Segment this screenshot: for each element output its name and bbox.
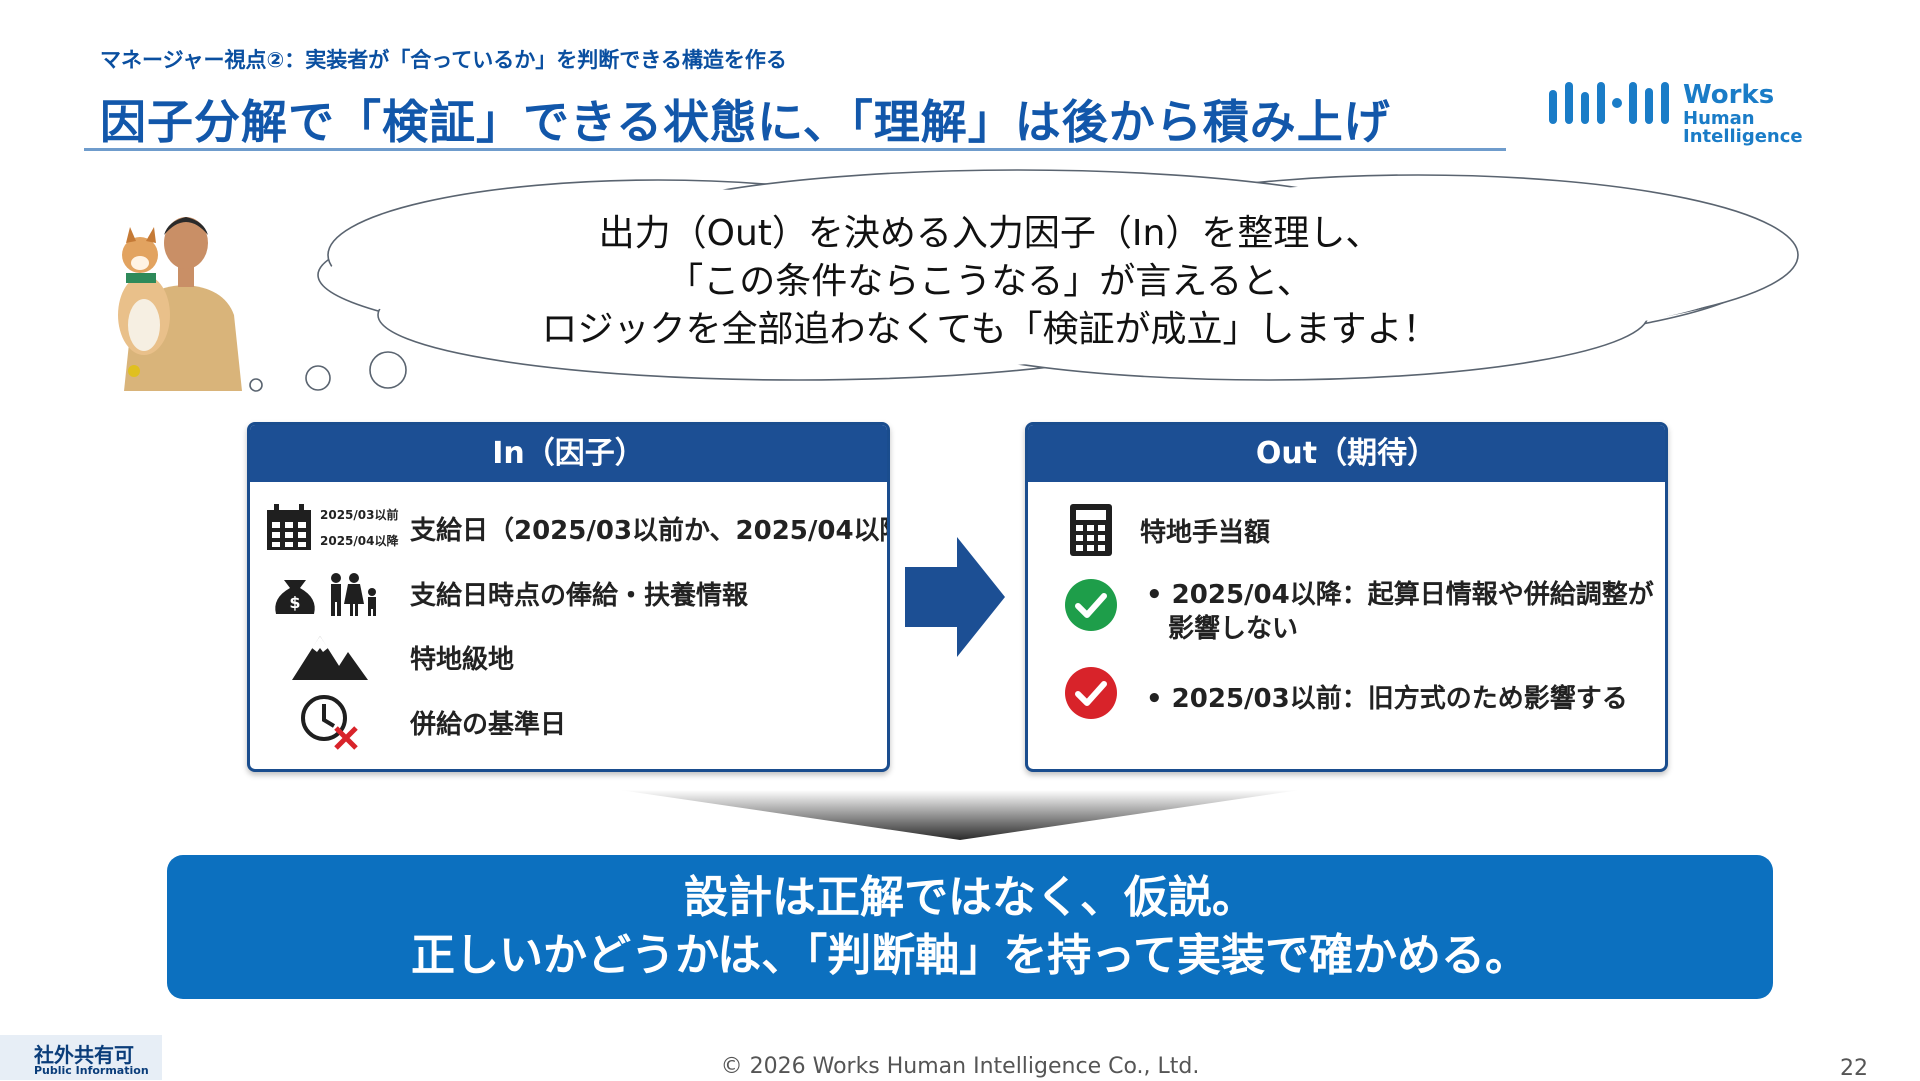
- banner-line-2: 正しいかどうかは、「判断軸」を持って実装で確かめる。: [167, 927, 1773, 985]
- out-expected-panel: Out（期待） 特地手当額 • 2025/04以降：起算日情報や併給調整が 影響…: [1025, 422, 1668, 772]
- clock-cross-icon: [298, 692, 368, 750]
- logo-works-text: Works: [1683, 82, 1865, 108]
- logo-hi-text: Human Intelligence: [1683, 110, 1865, 146]
- green-check-icon: [1064, 578, 1118, 632]
- out-panel-header: Out（期待）: [1028, 425, 1665, 482]
- speech-line-2: 「この条件ならこうなる」が言えると、: [430, 258, 1550, 306]
- red-check-icon: [1064, 666, 1118, 720]
- money-bag-family-icon: $: [270, 570, 382, 618]
- in-item-region-grade: 特地級地: [410, 639, 514, 676]
- out-item-allowance: 特地手当額: [1140, 512, 1270, 549]
- calendar-icon: [264, 502, 314, 552]
- funnel-shape: [620, 790, 1300, 840]
- svg-text:$: $: [289, 593, 300, 612]
- in-factors-panel: In（因子） 2025/03以前 2025/04以降 支給日（2025/03以前…: [247, 422, 890, 772]
- title-divider: [84, 148, 1506, 151]
- mountain-icon: [290, 630, 370, 682]
- date-before-label: 2025/03以前: [320, 506, 398, 523]
- banner-line-1: 設計は正解ではなく、仮説。: [167, 869, 1773, 927]
- in-panel-header: In（因子）: [250, 425, 887, 482]
- right-arrow-icon: [905, 537, 1005, 657]
- out-item-before-2025-03: • 2025/03以前：旧方式のため影響する: [1146, 678, 1628, 715]
- in-item-salary-info: 支給日時点の俸給・扶養情報: [410, 575, 748, 612]
- date-after-label: 2025/04以降: [320, 532, 398, 549]
- out-item-after-2025-04-cont: 影響しない: [1168, 608, 1298, 645]
- speech-line-3: ロジックを全部追わなくても「検証が成立」しますよ！: [430, 306, 1550, 354]
- copyright-text: © 2026 Works Human Intelligence Co., Ltd…: [0, 1054, 1920, 1079]
- out-item-after-2025-04: • 2025/04以降：起算日情報や併給調整が: [1146, 574, 1654, 611]
- speech-line-1: 出力（Out）を決める入力因子（In）を整理し、: [430, 210, 1550, 258]
- slide-title: 因子分解で「検証」できる状態に、「理解」は後から積み上げ: [100, 86, 1391, 152]
- company-logo: Works Human Intelligence: [1545, 78, 1865, 136]
- logo-bars-icon: [1545, 78, 1677, 128]
- in-item-payday: 支給日（2025/03以前か、2025/04以降か）: [410, 510, 890, 547]
- person-with-dog-photo: [104, 195, 244, 391]
- page-number: 22: [1840, 1056, 1868, 1081]
- speech-text: 出力（Out）を決める入力因子（In）を整理し、 「この条件ならこうなる」が言え…: [430, 210, 1550, 354]
- calculator-icon: [1068, 502, 1114, 558]
- slide-subtitle: マネージャー視点②：実装者が「合っているか」を判断できる構造を作る: [100, 44, 787, 74]
- in-item-concurrent-date: 併給の基準日: [410, 704, 566, 741]
- conclusion-banner: 設計は正解ではなく、仮説。 正しいかどうかは、「判断軸」を持って実装で確かめる。: [167, 855, 1773, 999]
